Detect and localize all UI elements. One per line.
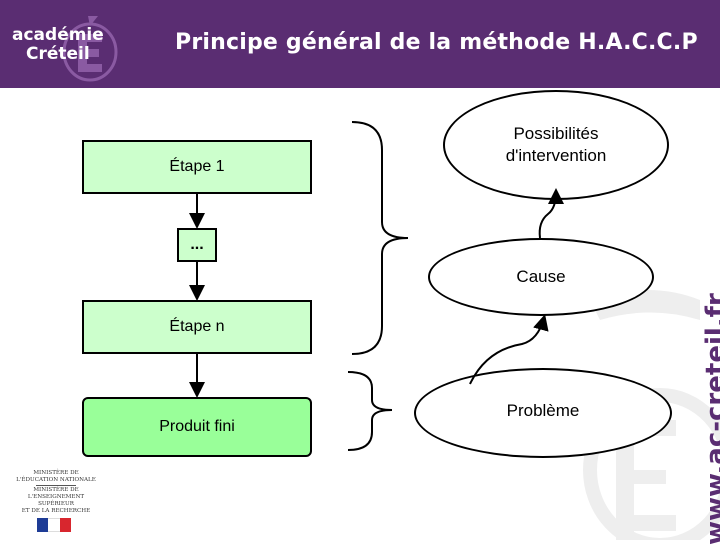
arrow-problem-to-cause — [469, 314, 549, 385]
brace-large — [351, 121, 409, 355]
ministry-line-1: MINISTÈRE DE — [33, 470, 79, 476]
ministry-line-3: MINISTÈRE DE — [33, 487, 79, 493]
flow-step-ellipsis: ... — [177, 228, 217, 262]
ministry-line-2: L'ÉDUCATION NATIONALE — [16, 477, 96, 483]
flow-step-1: Étape 1 — [82, 140, 312, 194]
ellipse-interventions: Possibilités d'intervention — [443, 90, 669, 200]
academie-logo-text: académie Créteil — [12, 26, 104, 64]
arrow-cause-to-interventions — [538, 188, 564, 239]
ministry-logo: MINISTÈRE DE L'ÉDUCATION NATIONALE MINIS… — [10, 470, 102, 515]
ellipse-problem-label: Problème — [506, 401, 580, 420]
flow-final-product: Produit fini — [82, 397, 312, 457]
ellipse-problem: Problème — [414, 368, 672, 458]
ministry-line-4: L'ENSEIGNEMENT SUPÉRIEUR — [27, 494, 85, 507]
logo-line-2: Créteil — [26, 44, 90, 64]
site-url[interactable]: www.ac-creteil.fr — [701, 293, 720, 545]
ministry-line-5: ET DE LA RECHERCHE — [21, 508, 91, 514]
logo-line-1: académie — [12, 25, 104, 45]
ellipse-interventions-label: Possibilités d'intervention — [505, 124, 607, 165]
flow-step-n: Étape n — [82, 300, 312, 354]
page-title: Principe général de la méthode H.A.C.C.P — [175, 30, 698, 55]
academie-e-logo — [62, 16, 118, 82]
french-flag-icon — [37, 518, 71, 532]
ministry-separator — [36, 485, 76, 486]
ellipse-cause-label: Cause — [516, 267, 566, 286]
header-banner: académie Créteil Principe général de la … — [0, 0, 720, 88]
brace-small — [347, 371, 393, 451]
